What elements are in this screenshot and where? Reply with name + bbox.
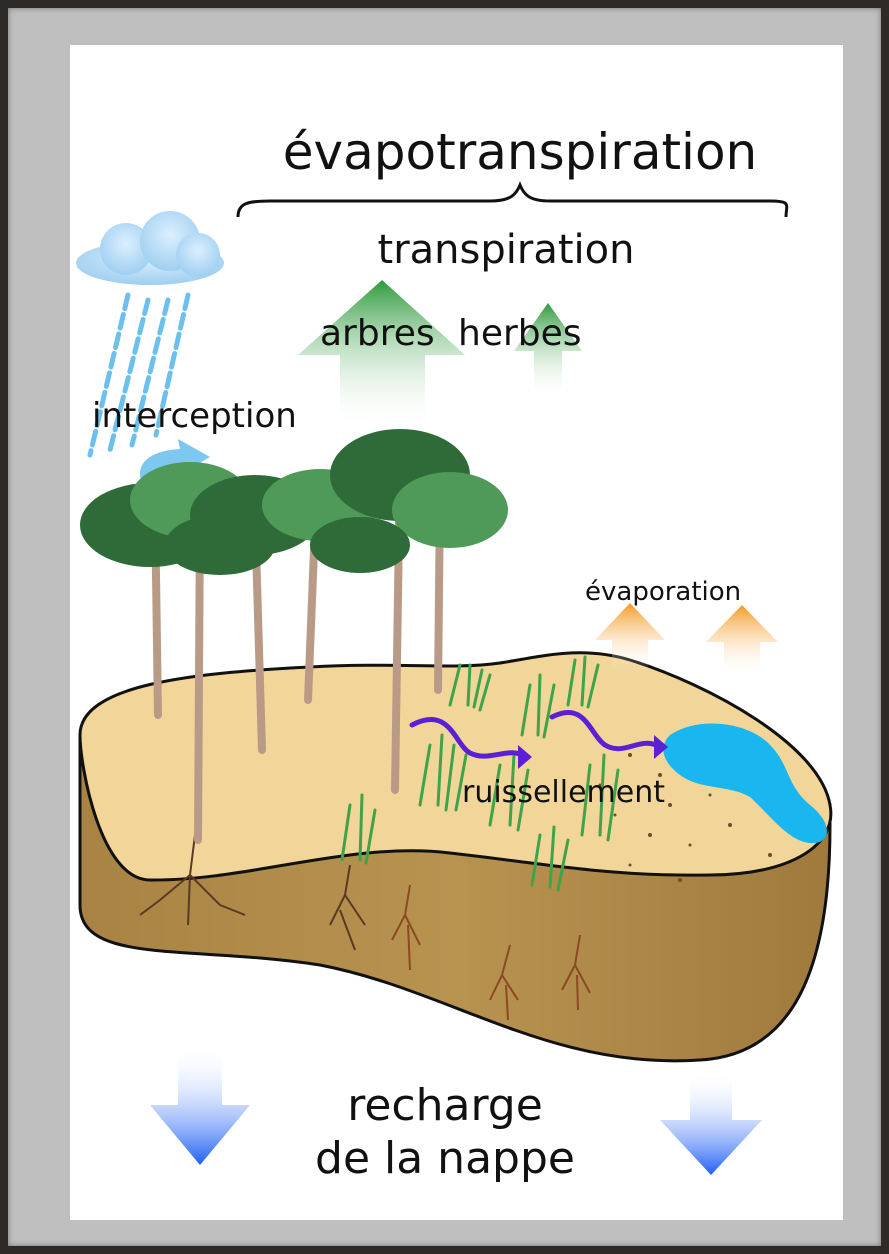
recharge-arrow-left <box>150 1045 250 1165</box>
transpiration-arrow-trees <box>298 280 465 430</box>
runoff-label: ruissellement <box>462 775 665 810</box>
evapotranspiration-brace <box>238 185 787 217</box>
interception-label: interception <box>92 396 297 436</box>
recharge-label-line2: de la nappe <box>315 1133 575 1184</box>
rain-cloud-icon <box>76 211 224 285</box>
recharge-label-line1: recharge <box>347 1080 543 1131</box>
tree-canopies <box>80 429 508 575</box>
water-cycle-diagram: évapotranspiration transpiration arbres … <box>70 45 843 1220</box>
diagram-canvas: évapotranspiration transpiration arbres … <box>70 45 843 1220</box>
evapotranspiration-label: évapotranspiration <box>283 123 757 181</box>
trees-label: arbres <box>320 313 435 354</box>
evaporation-arrow-2 <box>706 605 778 677</box>
evaporation-label: évaporation <box>585 577 741 607</box>
recharge-arrow-right <box>660 1070 762 1175</box>
grass-label: herbes <box>458 313 582 354</box>
transpiration-label: transpiration <box>378 227 635 273</box>
